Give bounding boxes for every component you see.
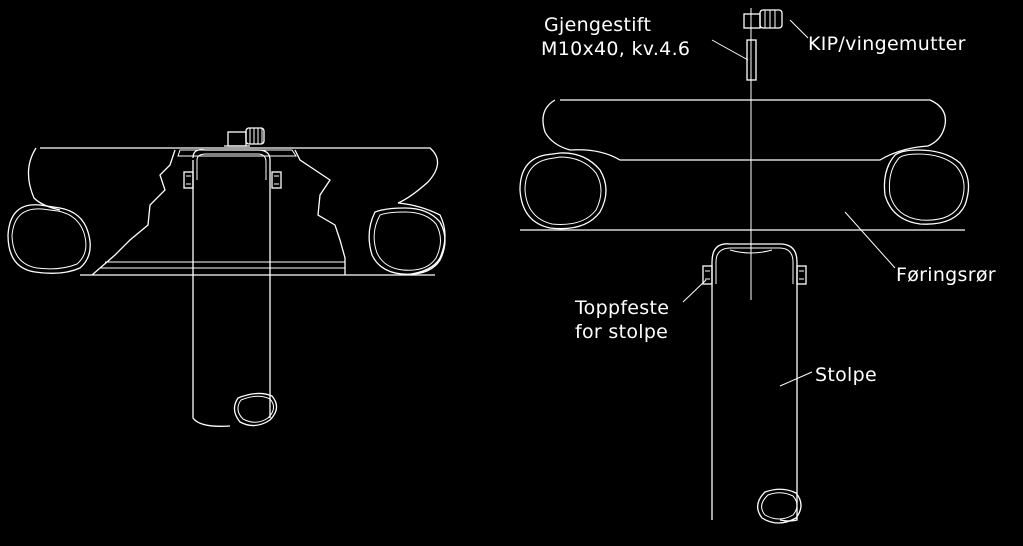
left-tube-end-left — [7, 204, 91, 274]
label-wing-nut: KIP/vingemutter — [808, 33, 966, 55]
left-view-assembly — [7, 127, 446, 427]
right-post — [711, 262, 798, 522]
left-wing-nut — [224, 127, 265, 147]
left-clamp-bolt-left — [183, 171, 194, 189]
right-wing-nut — [743, 9, 783, 29]
label-top-mount-line2: for stolpe — [575, 321, 669, 343]
left-post — [192, 160, 271, 427]
right-clamp-bolt-right — [796, 265, 807, 285]
left-tube-end-right — [368, 207, 446, 275]
right-view-assembly — [519, 8, 970, 524]
leader-post — [779, 371, 813, 387]
right-guide-tube-body — [520, 99, 965, 231]
right-tube-end-left — [519, 152, 607, 230]
label-thread-rod-line2: M10x40, kv.4.6 — [541, 38, 691, 60]
right-clamp-bolt-left — [702, 265, 713, 285]
left-cutaway-edge — [91, 149, 176, 276]
left-clamp-bolt-right — [271, 171, 282, 189]
right-post-cut-end — [757, 488, 802, 524]
leader-guide-tube — [844, 211, 896, 269]
left-guide-tube-outline — [27, 147, 446, 276]
leader-thread-rod — [711, 39, 749, 61]
right-tube-end-right — [883, 149, 970, 225]
label-post: Stolpe — [815, 364, 877, 386]
label-top-mount-line1: Toppfeste — [575, 297, 670, 319]
leader-wing-nut — [789, 19, 809, 39]
left-post-cut-end — [233, 392, 278, 427]
leader-top-mount — [682, 279, 707, 303]
label-guide-tube: Føringsrør — [896, 264, 996, 286]
label-thread-rod-line1: Gjengestift — [544, 14, 652, 36]
